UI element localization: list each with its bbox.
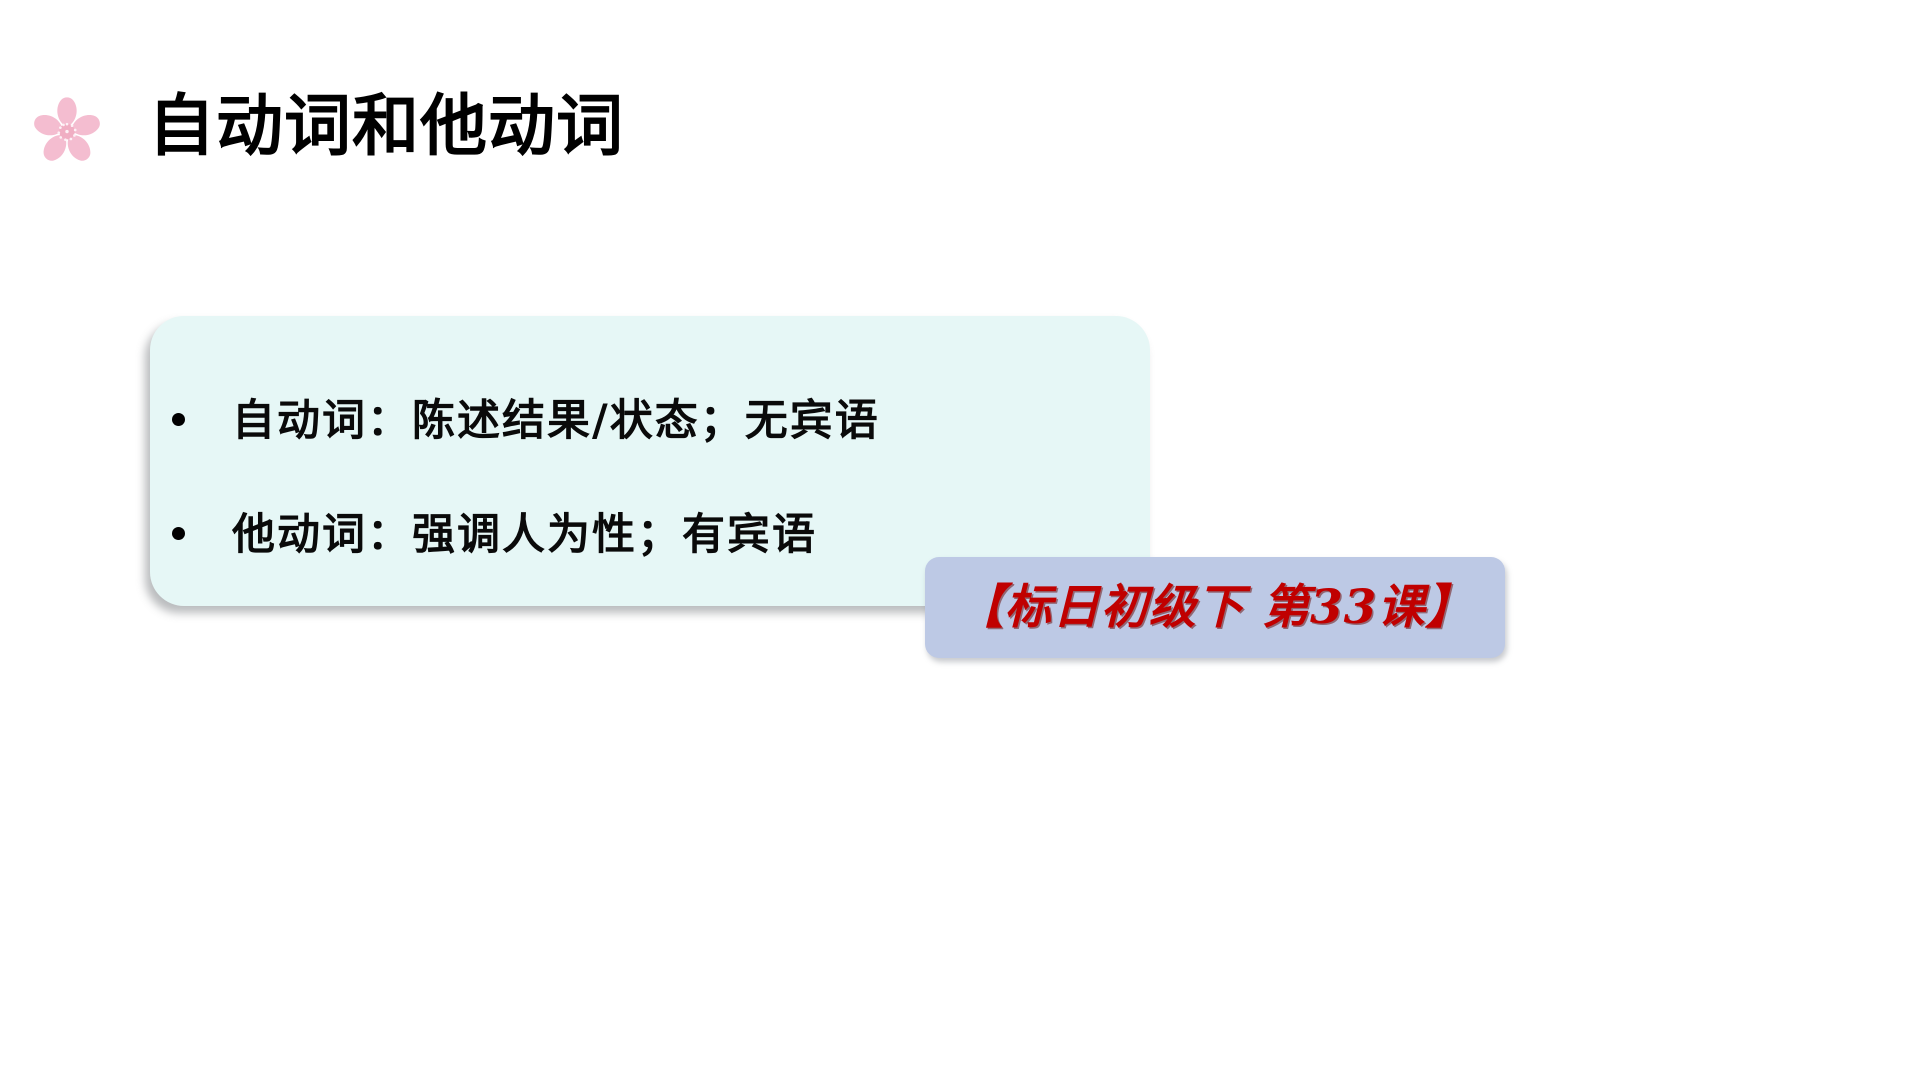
lesson-badge-label: 【标日初级下 第33课】	[956, 580, 1474, 635]
bullet-text-intransitive: 自动词：陈述结果/状态；无宾语	[232, 396, 880, 446]
sakura-flower-icon	[34, 97, 100, 161]
lesson-badge: 【标日初级下 第33课】	[925, 557, 1505, 658]
slide-header: 自动词和他动词	[28, 78, 624, 174]
page-title: 自动词和他动词	[148, 88, 624, 164]
bullet-dot-icon	[172, 413, 185, 426]
definition-bullet-list: 自动词：陈述结果/状态；无宾语 他动词：强调人为性；有宾语	[172, 400, 1130, 566]
bullet-text-transitive: 他动词：强调人为性；有宾语	[232, 510, 817, 560]
list-item: 他动词：强调人为性；有宾语	[172, 514, 1130, 566]
list-item: 自动词：陈述结果/状态；无宾语	[172, 400, 1130, 452]
bullet-dot-icon	[172, 527, 185, 540]
